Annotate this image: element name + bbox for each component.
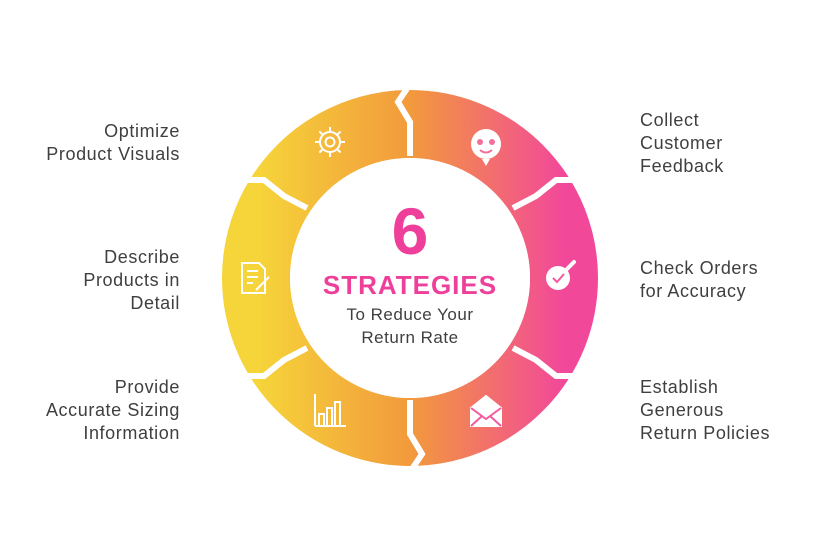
label-line: Accurate Sizing (45, 400, 180, 420)
strategy-label-collect-feedback: Collect Customer Feedback (640, 109, 724, 178)
label-line: Check Orders (640, 258, 759, 278)
label-line: Return Policies (640, 423, 771, 443)
strategy-label-check-orders: Check Orders for Accuracy (640, 257, 758, 303)
label-line: Information (83, 423, 180, 443)
label-line: Collect (640, 110, 700, 130)
strategy-label-describe-products: Describe Products in Detail (83, 246, 180, 315)
center-subtitle-line2: Return Rate (361, 328, 458, 347)
label-line: Generous (640, 400, 724, 420)
label-line: Provide (114, 377, 180, 397)
center-subtitle-line1: To Reduce Your (346, 305, 473, 324)
separator-upper-right (511, 177, 576, 211)
open-envelope-icon (470, 394, 502, 427)
separator-upper-left (244, 177, 309, 211)
strategy-label-return-policies: Establish Generous Return Policies (640, 376, 770, 445)
document-edit-icon (241, 262, 270, 294)
label-line: Establish (640, 377, 719, 397)
separator-lower-left (244, 345, 309, 379)
bar-chart-icon (314, 394, 346, 427)
label-line: for Accuracy (640, 281, 747, 301)
separator-top (394, 82, 413, 156)
label-line: Detail (130, 293, 180, 313)
label-line: Products in (83, 270, 180, 290)
center-disc (290, 158, 530, 398)
label-line: Describe (104, 247, 180, 267)
gear-icon (315, 127, 345, 157)
center-number: 6 (392, 194, 429, 268)
magnifier-check-icon (546, 260, 576, 290)
strategy-label-optimize-product-visuals: Optimize Product Visuals (46, 120, 180, 166)
separator-bottom (407, 400, 426, 474)
center-heading: STRATEGIES (323, 270, 497, 300)
label-line: Customer (640, 133, 723, 153)
label-line: Feedback (640, 156, 724, 176)
segment-separators (244, 82, 576, 474)
label-line: Optimize (104, 121, 180, 141)
customer-feedback-icon (471, 129, 501, 166)
separator-lower-right (511, 345, 576, 379)
label-line: Product Visuals (46, 144, 180, 164)
strategy-label-accurate-sizing: Provide Accurate Sizing Information (46, 376, 180, 445)
